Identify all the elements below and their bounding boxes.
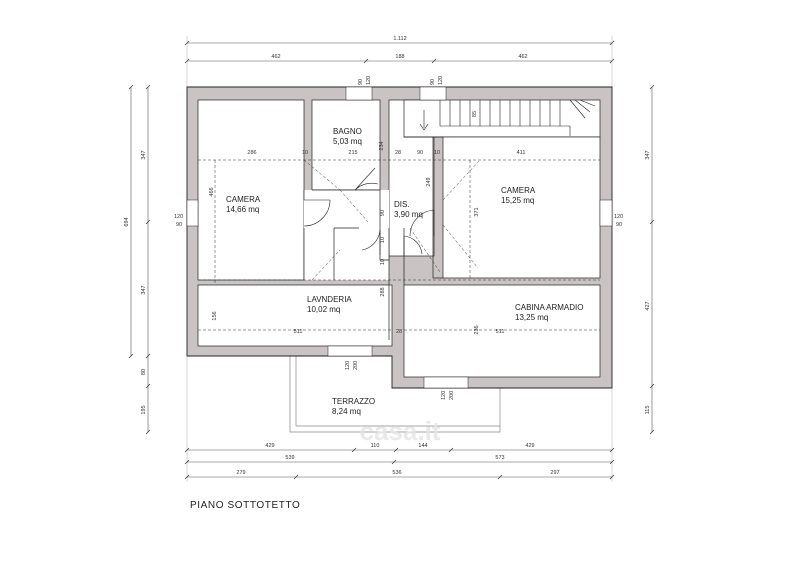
label-dis: DIS. [394,200,410,209]
svg-text:120: 120 [174,214,183,220]
svg-text:10: 10 [380,259,386,265]
right-dim-3: 115 [645,406,651,415]
window-right [599,199,613,227]
door-lav [361,229,381,255]
room-camera-right [442,136,601,279]
bottom-r1-1: 429 [265,443,274,449]
svg-text:90: 90 [176,222,182,228]
bottom-r1-2: 110 [371,443,380,449]
room-camera-left [197,99,305,281]
svg-text:200: 200 [449,391,455,400]
window-labels: 90 120 90 120 120 90 120 90 120 200 120 … [174,76,623,400]
svg-text:120: 120 [366,76,372,85]
door-cabina [403,235,423,256]
svg-text:200: 200 [353,361,359,370]
left-overall-dim: 694 [124,217,130,226]
window-bottom-left [327,345,373,357]
right-dimensions: 347 427 115 [645,84,655,435]
plan-title: PIANO SOTTOTETTO [190,500,300,511]
bottom-r2-1: 539 [285,455,294,461]
room-corridor [304,190,389,280]
svg-text:90: 90 [430,79,436,85]
bottom-r2-2: 573 [495,455,504,461]
window-bottom-right [423,376,469,389]
svg-text:371: 371 [474,207,480,216]
label-terrazzo: TERRAZZO [332,397,375,406]
svg-text:511: 511 [496,329,505,335]
inner-dimensions: 286 466 10 215 234 28 90 10 411 249 371 … [209,111,525,335]
area-bagno: 5,03 mq [333,137,362,146]
room-stair [403,99,601,138]
top-seg-1: 462 [271,54,280,60]
bottom-r3-3: 297 [550,470,559,476]
svg-text:511: 511 [294,329,303,335]
left-upper-2: 347 [141,285,147,294]
bottom-dimensions: 429 110 144 429 539 573 279 536 297 [184,356,615,482]
svg-text:156: 156 [212,311,218,320]
window-top-right [419,86,447,101]
area-cabina: 13,25 mq [515,313,548,322]
svg-text:28: 28 [395,150,401,156]
bottom-r1-4: 429 [525,443,534,449]
window-left [186,199,199,227]
svg-text:10: 10 [302,150,308,156]
bottom-r3-1: 279 [236,470,245,476]
svg-text:120: 120 [438,76,444,85]
bottom-r3-2: 536 [392,470,401,476]
svg-text:234: 234 [379,141,385,150]
right-dim-2: 427 [645,301,651,310]
left-upper-1: 347 [141,150,147,159]
svg-text:120: 120 [345,361,351,370]
label-cabina: CABINA ARMADIO [515,303,583,312]
svg-text:236: 236 [474,325,480,334]
right-dim-1: 347 [645,150,651,159]
label-camera-right: CAMERA [501,186,536,195]
top-seg-2: 188 [395,54,404,60]
area-dis: 3,90 mq [394,210,423,219]
room-lavanderia [197,284,393,347]
top-dimensions: 1.112 462 188 462 [184,36,615,87]
area-lavanderia: 10,02 mq [307,305,340,314]
terrace [289,355,501,433]
svg-text:249: 249 [426,177,432,186]
label-bagno: BAGNO [333,127,362,136]
windows [186,86,613,389]
window-top-left [345,86,373,101]
svg-text:286: 286 [247,150,256,156]
left-lower-1: 80 [141,369,147,375]
top-seg-3: 462 [518,54,527,60]
svg-text:120: 120 [614,214,623,220]
room-cabina [403,284,601,378]
slope-lines [198,159,600,331]
svg-text:10: 10 [434,150,440,156]
svg-text:466: 466 [209,187,215,196]
svg-text:85: 85 [472,111,478,117]
left-dimensions: 694 347 347 80 195 [124,84,151,435]
svg-text:90: 90 [380,210,386,216]
area-camera-right: 15,25 mq [501,196,534,205]
label-camera-left: CAMERA [226,195,261,204]
svg-text:288: 288 [380,287,386,296]
watermark-logo: casa.it [360,416,441,446]
bottom-r1-3: 144 [418,443,427,449]
svg-text:90: 90 [616,222,622,228]
room-labels: BAGNO 5,03 mq CAMERA 14,66 mq DIS. 3,90 … [226,127,583,416]
door-camera-right [409,209,435,237]
svg-text:90: 90 [358,79,364,85]
label-lavanderia: LAVNDERIA [307,295,352,304]
top-overall-dim: 1.112 [393,36,406,42]
rooms-interiors [197,99,601,378]
area-camera-left: 14,66 mq [226,205,259,214]
svg-text:215: 215 [348,150,357,156]
svg-text:411: 411 [517,150,526,156]
svg-text:28: 28 [396,329,402,335]
door-camera-left [303,199,331,227]
svg-text:90: 90 [417,150,423,156]
left-lower-2: 195 [141,405,147,414]
stairs [419,99,596,136]
svg-text:10: 10 [380,237,386,243]
area-terrazzo: 8,24 mq [332,407,361,416]
svg-text:120: 120 [441,391,447,400]
